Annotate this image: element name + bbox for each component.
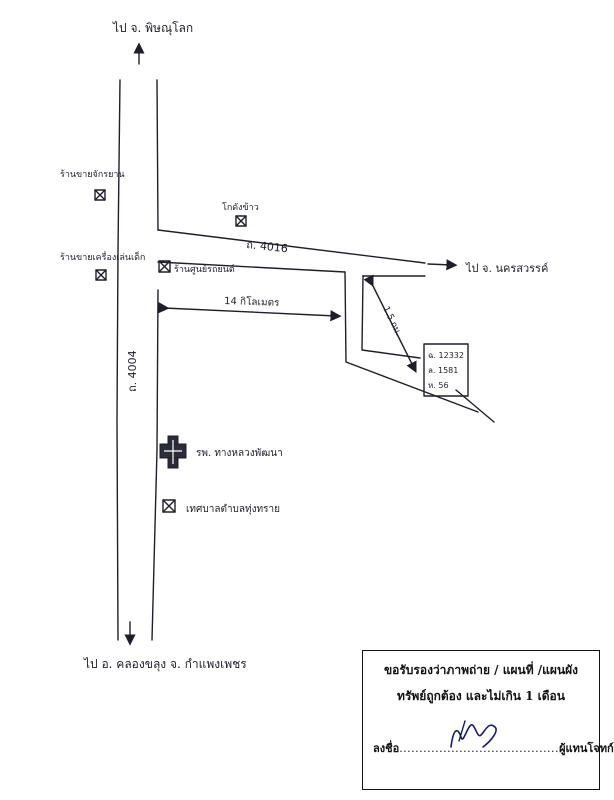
hospital-cross-icon bbox=[159, 435, 187, 469]
label-distance-15km: 1.5 กม. bbox=[380, 305, 403, 338]
plot-box-line3: ห. 56 bbox=[428, 381, 449, 390]
certification-line1: ขอรับรองว่าภาพถ่าย / แผนที่ /แผนผัง bbox=[383, 663, 579, 677]
label-to-khlongkhlung: ไป อ. คลองขลุง จ. กำแพงเพชร bbox=[83, 657, 247, 672]
signature-line: ลงชื่อ..................................… bbox=[373, 739, 614, 757]
certification-box: ขอรับรองว่าภาพถ่าย / แผนที่ /แผนผัง ทรัพ… bbox=[362, 650, 614, 790]
label-motorbike-shop: ร้านศูนย์รถยนต์ bbox=[174, 263, 235, 275]
rice-warehouse-marker bbox=[235, 215, 247, 227]
label-road-4016: ถ. 4016 bbox=[246, 238, 289, 255]
label-road-4004: ถ. 4004 bbox=[126, 350, 139, 392]
label-bicycle-shop: ร้านขายจักรยาน bbox=[60, 169, 125, 180]
bicycle-shop-marker bbox=[94, 189, 106, 201]
label-distance-14km: 14 กิโลเมตร bbox=[224, 294, 280, 309]
road-4004-right-edge-upper bbox=[156, 79, 159, 231]
sign-role: ผู้แทนโจทก์ bbox=[559, 742, 614, 755]
label-toy-shop: ร้านขายเครื่องเล่นเด็ก bbox=[60, 250, 145, 263]
label-municipal-office: เทศบาลตำบลทุ่งทราย bbox=[186, 504, 280, 515]
plot-box-line1: ฉ. 12332 bbox=[428, 351, 464, 360]
road-4004-left-edge bbox=[116, 79, 121, 641]
motorbike-shop-marker bbox=[158, 260, 171, 273]
label-rice-warehouse: โกดังข้าว bbox=[222, 202, 259, 213]
municipal-office-marker bbox=[162, 499, 176, 513]
distance-15km-arrow bbox=[363, 274, 417, 374]
label-to-phitsanulok: ไป จ. พิษณุโลก bbox=[112, 21, 193, 36]
distance-14km-arrow bbox=[158, 302, 342, 322]
label-to-nakhonsawan: ไป จ. นครสวรรค์ bbox=[465, 262, 548, 275]
plot-box-line2: ล. 1581 bbox=[428, 366, 458, 375]
plot-box bbox=[423, 343, 469, 397]
certification-line2: ทรัพย์ถูกต้อง และไม่เกิน 1 เดือน bbox=[397, 689, 565, 703]
sign-label: ลงชื่อ bbox=[373, 742, 400, 755]
label-hospital: รพ. ทางหลวงพัฒนา bbox=[196, 448, 283, 459]
road-4004-right-edge-lower bbox=[151, 289, 159, 641]
side-road bbox=[344, 271, 495, 423]
handwritten-signature bbox=[450, 720, 497, 748]
road-4004 bbox=[116, 79, 159, 641]
arrow-right-to-nakhonsawan bbox=[427, 259, 458, 271]
toy-shop-marker bbox=[95, 269, 107, 281]
sign-dots: ........................................ bbox=[399, 742, 560, 755]
road-4016-top-edge bbox=[157, 229, 426, 264]
road-4016-bottom-left-edge bbox=[157, 261, 346, 273]
